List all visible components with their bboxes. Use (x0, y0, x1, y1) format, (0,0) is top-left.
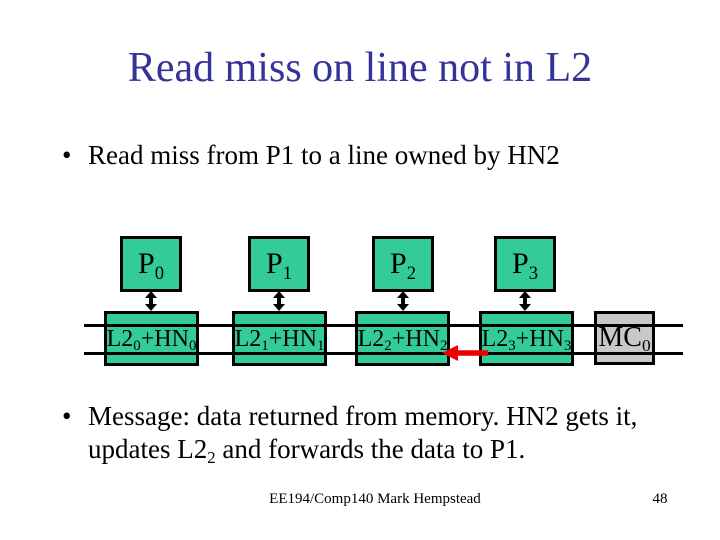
footer-course-label: EE194/Comp140 Mark Hempstead (269, 491, 481, 507)
bullet-text-message-line1: Message: data returned from memory. HN2 … (88, 401, 638, 431)
cache-label-l2hn3: L23+HN3 (481, 325, 572, 354)
bidir-arrow-icon (145, 291, 157, 311)
bus-line-upper (84, 324, 683, 327)
cache-box-l2hn0: L20+HN0 (104, 311, 199, 366)
cache-box-l2hn3: L23+HN3 (479, 311, 574, 366)
bullet-marker: • (62, 401, 72, 431)
processor-box-p1: P1 (248, 236, 310, 292)
cache-label-l2hn0: L20+HN0 (106, 325, 197, 354)
processor-box-p3: P3 (494, 236, 556, 292)
processor-label-p1: P1 (266, 247, 292, 284)
memory-controller-label-mc0: MC0 (598, 322, 651, 356)
message-arrow-icon (442, 345, 488, 361)
processor-label-p2: P2 (390, 247, 416, 284)
cache-box-l2hn2: L22+HN2 (355, 311, 450, 366)
memory-controller-box-mc0: MC0 (594, 311, 655, 365)
processor-label-p3: P3 (512, 247, 538, 284)
processor-box-p2: P2 (372, 236, 434, 292)
bidir-arrow-icon (519, 291, 531, 311)
slide-title: Read miss on line not in L2 (127, 45, 593, 91)
bus-line-lower (84, 352, 683, 355)
cache-label-l2hn1: L21+HN1 (234, 325, 325, 354)
bullet-text-message-line2: updates L22 and forwards the data to P1. (88, 434, 526, 468)
bullet-marker: • (62, 140, 72, 170)
cache-label-l2hn2: L22+HN2 (357, 325, 448, 354)
footer-page-number: 48 (652, 491, 668, 507)
cache-box-l2hn1: L21+HN1 (232, 311, 327, 366)
bullet-text-read-miss: Read miss from P1 to a line owned by HN2 (88, 140, 560, 170)
processor-box-p0: P0 (120, 236, 182, 292)
processor-label-p0: P0 (138, 247, 164, 284)
bidir-arrow-icon (397, 291, 409, 311)
bidir-arrow-icon (273, 291, 285, 311)
